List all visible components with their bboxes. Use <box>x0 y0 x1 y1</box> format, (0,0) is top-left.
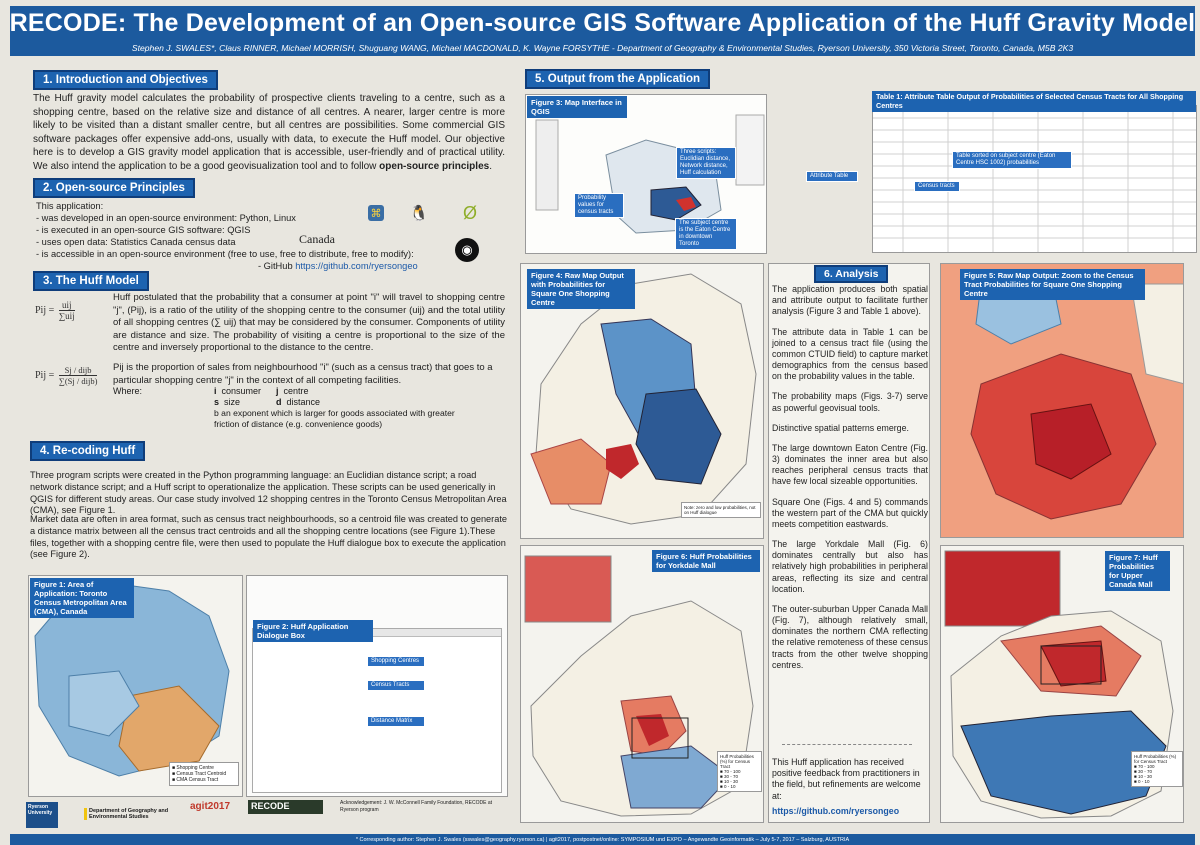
fig2-callout: Census Tracts <box>367 680 425 691</box>
poster-authors: Stephen J. SWALES*, Claus RINNER, Michae… <box>10 40 1195 56</box>
figure-6-legend: Huff Probabilities (%) for Census Tract■… <box>717 751 762 792</box>
section-heading-recoding: 4. Re-coding Huff <box>30 441 146 461</box>
figure-7-legend: Huff Probabilities (%) for Census Tract■… <box>1131 751 1183 787</box>
huff-where-right: j centre d distance <box>276 386 321 408</box>
canada-wordmark: Canada <box>299 232 335 246</box>
huff-para1: Huff postulated that the probability tha… <box>113 292 505 354</box>
fig2-callout: Distance Matrix <box>367 716 425 727</box>
python-icon: ⌘ <box>368 205 384 221</box>
fig3-callout-scripts: Three scripts: Euclidian distance, Netwo… <box>676 147 736 179</box>
analysis-paragraph: The outer-suburban Upper Canada Mall (Fi… <box>772 603 928 670</box>
fig3-callout-attribute: Attribute Table <box>806 171 858 182</box>
agit-logo: agit2017 <box>190 801 231 812</box>
intro-text: The Huff gravity model calculates the pr… <box>33 93 505 172</box>
section-heading-huff: 3. The Huff Model <box>33 271 149 291</box>
analysis-closing: This Huff application has received posit… <box>772 757 928 817</box>
fig2-callout: Shopping Centres <box>367 656 425 667</box>
opensource-item: - uses open data: Statistics Canada cens… <box>36 237 236 248</box>
section-heading-intro: 1. Introduction and Objectives <box>33 70 218 90</box>
opensource-list: This application: - was developed in an … <box>36 200 446 272</box>
opensource-item: - is executed in an open-source GIS soft… <box>36 225 251 236</box>
recode-logo: RECODE <box>248 800 323 814</box>
github-line: - GitHub https://github.com/ryersongeo <box>258 261 418 272</box>
analysis-paragraph: The large Yorkdale Mall (Fig. 6) dominat… <box>772 539 928 594</box>
ryerson-logo: Ryerson University <box>26 802 58 828</box>
analysis-github-link[interactable]: https://github.com/ryersongeo <box>772 805 900 816</box>
linux-penguin-icon: 🐧 <box>409 205 429 222</box>
figure-2-label: Figure 2: Huff Application Dialogue Box <box>253 620 373 642</box>
table-callout-sorted: Table sorted on subject centre (Eaton Ce… <box>952 151 1072 169</box>
figure-4: Note: zero and low probabilities, not on… <box>520 263 764 539</box>
huff-equation-size-distance: Pij = Sj / dijb ∑(Sj / dijb) <box>35 365 98 386</box>
analysis-text: The application produces both spatial an… <box>772 284 928 680</box>
analysis-paragraph: The probability maps (Figs. 3-7) serve a… <box>772 391 928 413</box>
opensource-item: - is accessible in an open-source enviro… <box>36 249 414 260</box>
huff-where-b: b an exponent which is larger for goods … <box>214 408 455 429</box>
analysis-paragraph: Distinctive spatial patterns emerge. <box>772 422 909 433</box>
figure-5-map <box>941 264 1183 537</box>
figure-4-map <box>530 273 757 525</box>
table-callout-census: Census tracts <box>914 181 960 192</box>
qgis-icon: Ø <box>462 202 477 223</box>
huff-where-left: i consumer s size <box>214 386 262 408</box>
figure-5 <box>940 263 1184 538</box>
github-link[interactable]: https://github.com/ryersongeo <box>295 261 418 272</box>
figure-6-map <box>524 555 754 817</box>
figure-6-label: Figure 6: Huff Probabilities for Yorkdal… <box>652 550 760 572</box>
figure-6: Huff Probabilities (%) for Census Tract■… <box>520 545 764 823</box>
table-1 <box>872 105 1197 253</box>
poster-footer: * Corresponding author: Stephen J. Swale… <box>10 834 1195 845</box>
figure-7: Huff Probabilities (%) for Census Tract■… <box>940 545 1184 823</box>
figure-5-label: Figure 5: Raw Map Output: Zoom to the Ce… <box>960 269 1145 300</box>
poster-title: RECODE: The Development of an Open-sourc… <box>10 6 1195 40</box>
figure-4-note: Note: zero and low probabilities, not on… <box>681 502 761 518</box>
opensource-intro: This application: <box>36 201 104 211</box>
huff-para2: Pij is the proportion of sales from neig… <box>113 362 493 386</box>
opensource-item: - was developed in an open-source enviro… <box>36 213 296 224</box>
recoding-para1: Three program scripts were created in th… <box>30 470 507 516</box>
figure-7-label: Figure 7: Huff Probabilities for Upper C… <box>1105 551 1170 591</box>
figure-1-map <box>34 583 230 777</box>
analysis-paragraph: Square One (Figs. 4 and 5) commands the … <box>772 496 928 529</box>
section-heading-output: 5. Output from the Application <box>525 69 711 89</box>
analysis-paragraph: The application produces both spatial an… <box>772 284 928 317</box>
acknowledgement: Acknowledgement: J. W. McConnell Family … <box>340 800 493 813</box>
fig3-callout-probability: Probability values for census tracts <box>574 193 624 218</box>
github-icon: ◉ <box>455 238 479 262</box>
figure-1-legend: ■ Shopping Centre■ Census Tract Centroid… <box>169 762 239 786</box>
huff-where-label: Where: <box>113 386 143 396</box>
table-1-label: Table 1: Attribute Table Output of Proba… <box>872 91 1196 113</box>
analysis-divider <box>782 744 912 745</box>
table-1-grid <box>873 106 1196 252</box>
figure-1-label: Figure 1: Area of Application: Toronto C… <box>30 578 134 618</box>
figure-4-label: Figure 4: Raw Map Output with Probabilit… <box>527 269 635 309</box>
figure-2: Shopping Centres Census Tracts Distance … <box>246 575 508 797</box>
analysis-paragraph: The large downtown Eaton Centre (Fig. 3)… <box>772 442 928 487</box>
figure-3-label: Figure 3: Map Interface in QGIS <box>527 96 627 118</box>
analysis-panel <box>768 263 930 823</box>
huff-equation-utility: Pij = uij ∑uij <box>35 300 75 321</box>
analysis-paragraph: The attribute data in Table 1 can be joi… <box>772 326 928 382</box>
recoding-para2: Market data are often in area format, su… <box>30 514 508 560</box>
department-logo: Department of Geography and Environmenta… <box>84 808 174 820</box>
huff-dialog-window <box>252 628 502 793</box>
section-heading-analysis: 6. Analysis <box>814 265 889 283</box>
fig3-callout-subject: The subject centre is the Eaton Centre i… <box>675 218 737 250</box>
section-heading-opensource: 2. Open-source Principles <box>33 178 195 198</box>
